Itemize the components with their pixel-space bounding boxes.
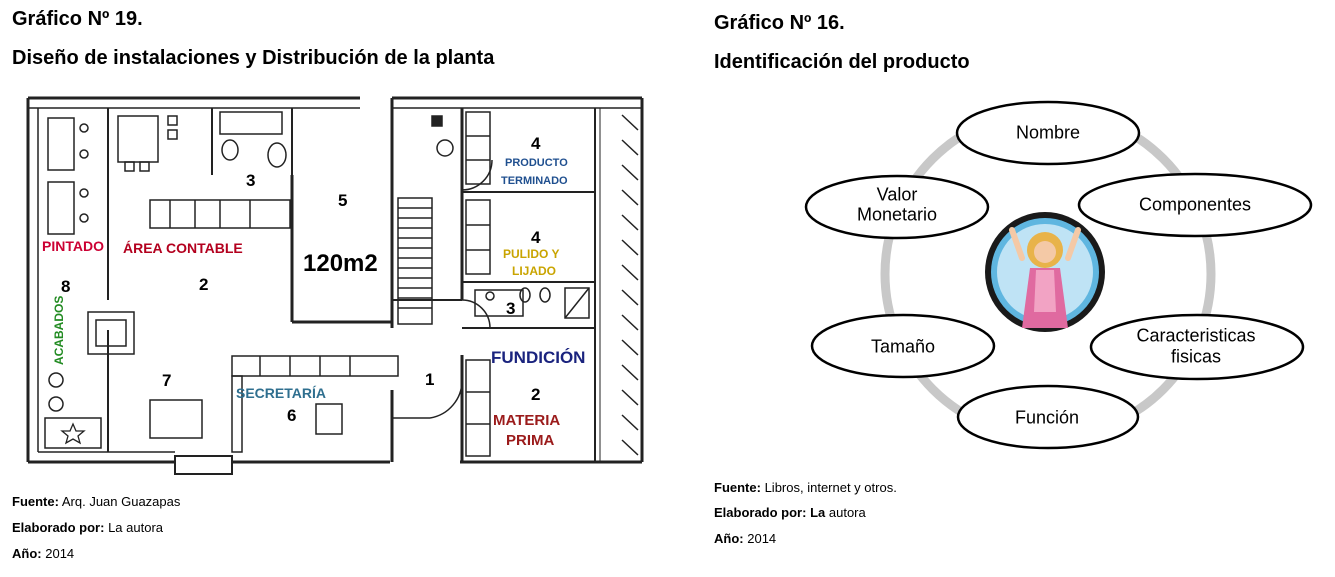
right-anio: Año: 2014 xyxy=(714,531,776,546)
room-number-6: 6 xyxy=(287,406,296,425)
label-materia: MATERIA xyxy=(493,412,560,429)
left-figure-number: Gráfico Nº 19. xyxy=(12,8,143,30)
node-tamano-label: Tamaño xyxy=(870,336,936,357)
label-secretaria: SECRETARÍA xyxy=(236,385,326,401)
label-pulido: PULIDO Y xyxy=(503,247,559,261)
node-nombre-label: Nombre xyxy=(1015,122,1081,143)
label-pintado: PINTADO xyxy=(42,238,104,254)
product-diagram xyxy=(804,100,1313,450)
left-anio-label: Año: xyxy=(12,546,42,561)
node-componentes-label: Componentes xyxy=(1138,194,1252,215)
node-caracteristicas-label-1: Caracteristicas xyxy=(1136,325,1256,346)
room-number-5: 5 xyxy=(338,191,347,210)
room-number-8: 8 xyxy=(61,277,70,296)
right-anio-value: 2014 xyxy=(747,531,777,546)
node-componentes xyxy=(1077,172,1313,238)
label-fundicion: FUNDICIÓN xyxy=(491,348,585,367)
room-number-4a: 4 xyxy=(531,134,541,153)
left-elaborado-value: La autora xyxy=(108,520,164,535)
right-figure-title: Identificación del producto xyxy=(714,51,970,73)
room-number-3b: 3 xyxy=(506,299,515,318)
left-anio: Año: 2014 xyxy=(12,546,74,561)
node-funcion xyxy=(956,384,1140,450)
right-figure-number: Gráfico Nº 16. xyxy=(714,12,845,34)
right-elaborado: Elaborado por: La autora xyxy=(714,505,866,520)
node-nombre xyxy=(955,100,1141,166)
label-terminado: TERMINADO xyxy=(501,175,568,187)
node-tamano xyxy=(810,313,996,379)
right-fuente-value: Libros, internet y otros. xyxy=(764,480,897,495)
right-elaborado-value: La xyxy=(810,505,826,520)
left-figure-title: Diseño de instalaciones y Distribución d… xyxy=(12,47,495,69)
left-elaborado: Elaborado por: La autora xyxy=(12,520,163,535)
room-number-1: 1 xyxy=(425,370,434,389)
node-funcion-label: Función xyxy=(1014,407,1080,428)
room-number-3a: 3 xyxy=(246,171,255,190)
node-caracteristicas-label-2: fisicas xyxy=(1170,346,1222,367)
left-fuente-value: Arq. Juan Guazapas xyxy=(61,494,181,509)
product-image xyxy=(985,212,1105,332)
right-fuente: Fuente: Libros, internet y otros. xyxy=(714,480,897,495)
room-number-4b: 4 xyxy=(531,228,541,247)
right-fuente-label: Fuente: xyxy=(714,480,761,495)
node-valor-label-1: Valor xyxy=(876,184,918,205)
right-anio-label: Año: xyxy=(714,531,744,546)
label-prima: PRIMA xyxy=(506,432,555,449)
right-elaborado-value-2: autora xyxy=(828,505,866,520)
node-caracteristicas xyxy=(1089,313,1305,381)
label-lijado: LIJADO xyxy=(512,264,556,278)
left-anio-value: 2014 xyxy=(45,546,75,561)
left-fuente-label: Fuente: xyxy=(12,494,59,509)
floor-plan: PINTADO ÁREA CONTABLE ACABADOS SECRETARÍ… xyxy=(26,96,644,475)
left-fuente: Fuente: Arq. Juan Guazapas xyxy=(12,494,180,509)
label-area-contable: ÁREA CONTABLE xyxy=(123,240,243,256)
label-producto: PRODUCTO xyxy=(505,157,568,169)
left-elaborado-label: Elaborado por: xyxy=(12,520,105,535)
label-acabados: ACABADOS xyxy=(52,296,66,365)
room-number-7: 7 xyxy=(162,371,171,390)
room-number-2b: 2 xyxy=(531,385,540,404)
room-number-2a: 2 xyxy=(199,275,208,294)
label-area-m2: 120m2 xyxy=(303,250,378,277)
right-elaborado-label: Elaborado por: xyxy=(714,505,807,520)
node-valor-label-2: Monetario xyxy=(856,204,938,225)
node-valor-monetario xyxy=(804,174,990,240)
